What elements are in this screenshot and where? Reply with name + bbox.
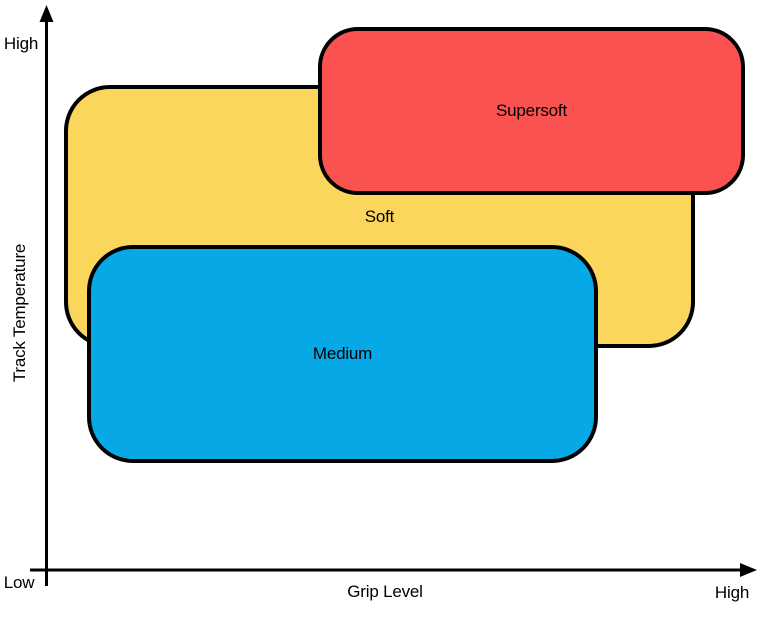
x-axis-max-tick-label: High <box>714 583 750 602</box>
x-axis-title: Grip Level <box>347 582 423 601</box>
region-supersoft-label: Supersoft <box>496 101 567 120</box>
y-axis-min-tick-label: Low <box>3 573 35 592</box>
region-supersoft: Supersoft <box>318 27 745 195</box>
region-soft-label: Soft <box>364 206 395 226</box>
y-axis-max-tick-label: High <box>3 34 39 53</box>
x-axis-arrowhead-icon <box>740 563 757 577</box>
y-axis-title: Track Temperature <box>10 243 29 383</box>
y-axis-arrowhead-icon <box>39 5 54 22</box>
region-medium-label: Medium <box>312 344 373 363</box>
region-medium: Medium <box>87 245 598 463</box>
